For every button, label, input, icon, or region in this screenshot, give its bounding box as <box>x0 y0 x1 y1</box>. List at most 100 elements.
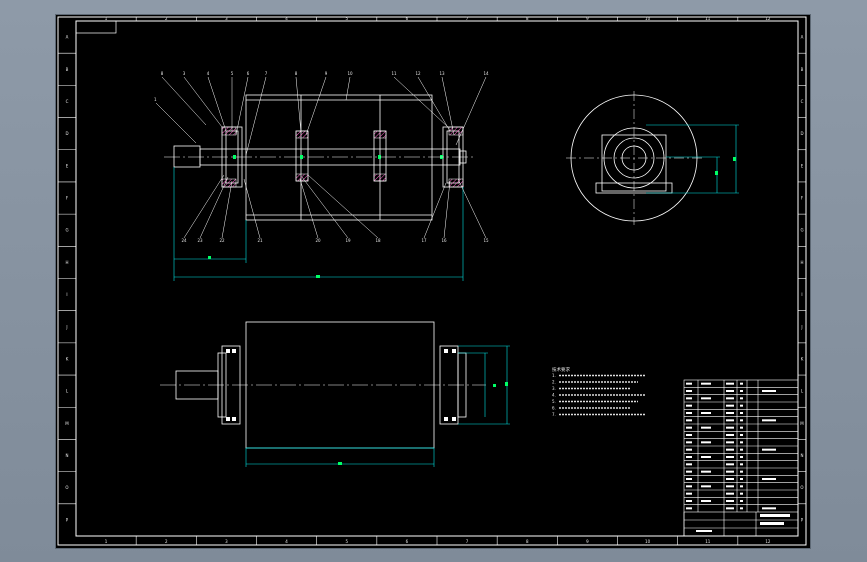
part-code <box>701 412 711 414</box>
part-name <box>726 419 734 422</box>
zone-label-left: O <box>65 485 68 490</box>
part-balloon: 3 <box>183 71 186 76</box>
zone-label-left: E <box>66 163 69 168</box>
zone-label-top: 12 <box>765 16 771 21</box>
part-qty <box>740 478 743 480</box>
part-balloon: 23 <box>197 238 203 243</box>
zone-label-right: E <box>801 163 804 168</box>
part-code <box>701 397 711 400</box>
part-index <box>686 448 692 451</box>
part-balloon: 13 <box>439 71 445 76</box>
part-balloon: 19 <box>345 238 351 243</box>
part-qty <box>740 507 743 510</box>
part-balloon: 12 <box>415 71 421 76</box>
part-qty <box>740 397 743 400</box>
zone-label-top: 5 <box>345 16 348 21</box>
part-balloon: 14 <box>483 71 489 76</box>
end-view <box>566 91 702 225</box>
part-balloon: 9 <box>325 71 328 76</box>
zone-label-left: A <box>66 35 69 40</box>
zone-label-right: B <box>801 67 804 72</box>
zone-label-top: 9 <box>586 16 589 21</box>
part-qty <box>740 434 743 436</box>
part-name <box>726 390 734 392</box>
zone-label-bottom: 12 <box>765 539 771 544</box>
front-dim-text-1 <box>338 462 342 465</box>
part-index <box>686 434 692 436</box>
front-dim-text-3 <box>493 384 496 387</box>
zone-label-bottom: 6 <box>406 539 409 544</box>
zone-label-right: L <box>801 389 804 394</box>
zone-label-right: C <box>801 99 804 104</box>
part-code <box>701 500 711 502</box>
note-line: 3. <box>552 386 556 391</box>
part-balloon: 1 <box>154 97 157 102</box>
part-name <box>726 441 734 444</box>
part-code <box>701 470 711 473</box>
part-code <box>701 485 711 488</box>
zone-label-left: K <box>66 356 69 361</box>
part-code <box>701 382 711 385</box>
technical-notes: 技术要求 1.2.3.4.5.6.7. <box>552 366 646 417</box>
part-qty <box>740 382 743 385</box>
zone-label-right: F <box>801 196 804 201</box>
note-line: 1. <box>552 373 556 378</box>
part-balloon: 22 <box>219 238 225 243</box>
part-index <box>686 390 692 392</box>
zone-label-left: M <box>65 421 69 426</box>
end-dim-text-2 <box>715 171 718 175</box>
parts-list-text <box>686 382 790 532</box>
zone-label-bottom: 11 <box>705 539 711 544</box>
part-index <box>686 507 692 510</box>
part-balloon: 8 <box>295 71 298 76</box>
part-qty <box>740 470 743 473</box>
part-name <box>726 448 734 451</box>
part-note <box>762 478 776 480</box>
part-name <box>726 456 734 458</box>
zone-label-left: F <box>66 196 69 201</box>
dim-text-2 <box>316 275 320 278</box>
zone-label-left: B <box>66 67 69 72</box>
part-name <box>726 397 734 400</box>
zone-label-right: I <box>801 292 802 297</box>
part-name <box>726 426 734 429</box>
part-name <box>726 404 734 407</box>
end-view-dimensions <box>646 124 739 194</box>
corner-stamp-box <box>75 20 117 34</box>
part-balloon: 16 <box>441 238 447 243</box>
notes-heading: 技术要求 <box>552 366 570 373</box>
part-note <box>762 448 776 451</box>
zone-label-right: H <box>800 260 803 265</box>
part-note <box>762 390 776 392</box>
zone-label-left: D <box>65 131 68 136</box>
front-dim-text-2 <box>505 382 508 386</box>
part-name <box>726 478 734 480</box>
zone-label-left: I <box>66 292 67 297</box>
part-index <box>686 456 692 458</box>
zone-label-top: 2 <box>165 16 168 21</box>
outer-frame <box>57 16 807 546</box>
part-index <box>686 470 692 473</box>
zone-label-bottom: 10 <box>645 539 651 544</box>
zone-label-right: J <box>800 324 802 329</box>
part-qty <box>740 426 743 429</box>
section-dimensions <box>173 167 464 281</box>
note-line: 6. <box>552 406 556 411</box>
zone-label-left: N <box>66 453 69 458</box>
zone-label-left: L <box>66 389 69 394</box>
zone-label-bottom: 8 <box>526 539 529 544</box>
part-index <box>686 492 692 495</box>
dim-text-1 <box>208 256 211 259</box>
end-dim-text-1 <box>733 157 736 161</box>
part-qty <box>740 492 743 495</box>
drawing-title-text <box>760 514 790 517</box>
zone-label-right: N <box>801 453 804 458</box>
part-index <box>686 485 692 488</box>
note-line: 5. <box>552 399 556 404</box>
bearing-hatches <box>221 126 464 188</box>
part-balloon: 20 <box>315 238 321 243</box>
part-qty <box>740 419 743 422</box>
